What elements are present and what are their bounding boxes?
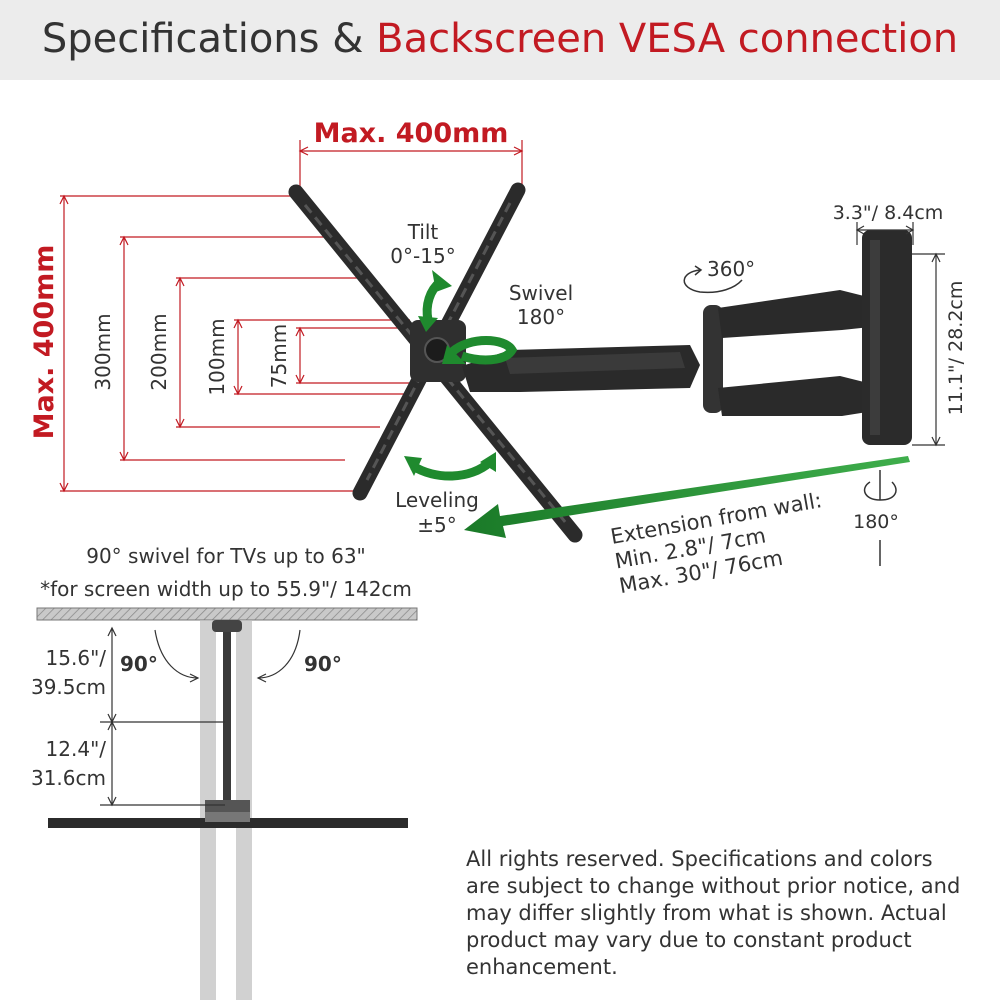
disclaimer-text: All rights reserved. Specifications and … xyxy=(466,847,961,979)
wall-rotation-label: 180° xyxy=(853,511,899,533)
topview-left-angle: 90° xyxy=(120,652,158,676)
vesa-max-height-label: Max. 400mm xyxy=(29,245,60,440)
extension-text: Extension from wall: Min. 2.8"/ 7cm Max.… xyxy=(609,488,824,598)
articulating-arm xyxy=(462,230,912,445)
title-part-2: Backscreen VESA connection xyxy=(376,16,959,62)
vesa-max-width-label: Max. 400mm xyxy=(314,118,509,149)
leveling-value: ±5° xyxy=(417,513,456,537)
vesa-height-200: 200mm xyxy=(147,313,171,390)
title-part-1: Specifications & xyxy=(41,16,377,62)
tilt-value: 0°-15° xyxy=(390,244,455,268)
vesa-height-100: 100mm xyxy=(205,318,229,395)
vesa-height-75: 75mm xyxy=(267,324,291,388)
vesa-height-300: 300mm xyxy=(91,313,115,390)
vesa-dimension-lines xyxy=(59,140,524,493)
wallplate-width-label: 3.3"/ 8.4cm xyxy=(833,202,944,224)
extension-arrow xyxy=(464,456,910,538)
rotation-360-arrow xyxy=(683,269,743,294)
tilt-arrow-head-bottom xyxy=(418,316,438,332)
topview-caption-line-1: 90° swivel for TVs up to 63" xyxy=(86,544,366,568)
topview-illustration xyxy=(36,607,418,1000)
topview-dim-1-line-1: 15.6"/ xyxy=(46,646,107,670)
tilt-arrow-head-top xyxy=(432,270,452,292)
topview-dim-1-line-2: 39.5cm xyxy=(31,675,106,699)
rotation-360-arrow-head xyxy=(694,265,703,276)
leveling-arrow-head-left xyxy=(404,456,422,476)
topview-dimension-lines xyxy=(100,626,301,807)
vesa-cross-bracket xyxy=(288,182,583,543)
swivel-arrow xyxy=(449,336,518,365)
page-title: Specifications & Backscreen VESA connect… xyxy=(0,0,1000,80)
leveling-arrow-head-right xyxy=(480,452,496,472)
swivel-arrow-head xyxy=(442,345,466,364)
rotation-360-label: 360° xyxy=(707,257,755,281)
topview-dim-2-line-2: 31.6cm xyxy=(31,766,106,790)
leveling-label: Leveling xyxy=(395,488,479,512)
wallplate-dimension-lines xyxy=(855,222,945,447)
wallplate-height-label: 11.1"/ 28.2cm xyxy=(945,281,967,416)
header-bar: Specifications & Backscreen VESA connect… xyxy=(0,0,1000,80)
topview-caption-line-2: *for screen width up to 55.9"/ 142cm xyxy=(40,577,412,601)
leveling-arrow xyxy=(410,458,494,481)
swivel-label: Swivel xyxy=(509,281,573,305)
topview-dim-2-line-1: 12.4"/ xyxy=(46,737,107,761)
topview-right-angle: 90° xyxy=(304,652,342,676)
rotation-180-arrow xyxy=(863,470,897,501)
swivel-value: 180° xyxy=(517,305,565,329)
tilt-label: Tilt xyxy=(407,220,439,244)
